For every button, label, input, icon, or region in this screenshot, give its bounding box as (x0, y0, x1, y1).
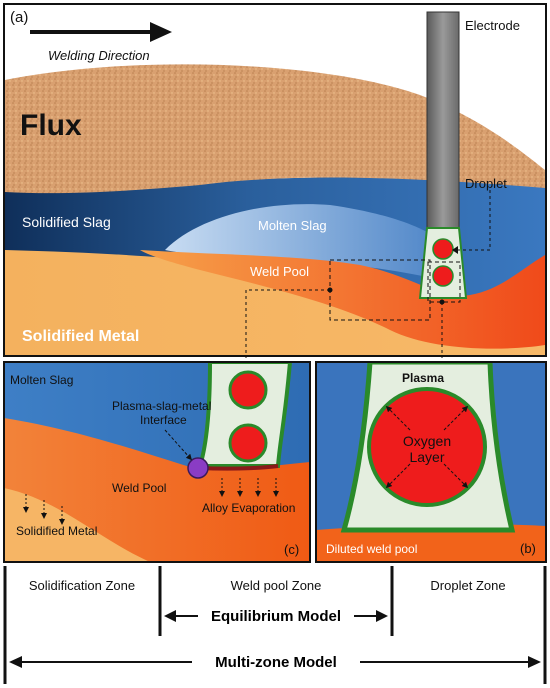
molten-slag-label: Molten Slag (258, 218, 327, 233)
equilibrium-arrow-right-head (376, 610, 388, 622)
b-diluted-weld-pool-region (316, 523, 546, 562)
welding-direction-arrow (30, 22, 172, 42)
c-droplet-lower (228, 423, 268, 463)
b-oxygen-label-2: Layer (409, 449, 444, 465)
equilibrium-model-label: Equilibrium Model (211, 608, 341, 625)
molten-slag-region (165, 204, 440, 280)
c-droplet-upper (228, 370, 268, 410)
droplet-label: Droplet (465, 176, 507, 191)
b-diluted-weld-pool-label: Diluted weld pool (326, 542, 417, 556)
solidified-slag-label: Solidified Slag (22, 214, 111, 230)
b-oxygen-label-1: Oxygen (403, 433, 451, 449)
callout-dot-c (327, 287, 333, 293)
plasma-arc (418, 227, 468, 299)
interface-pointer (164, 429, 192, 461)
panel-a-tag: (a) (10, 9, 28, 26)
callout-dot-b (439, 299, 445, 305)
weld-pool-zone-label: Weld pool Zone (231, 578, 322, 593)
flux-label: Flux (20, 109, 82, 142)
droplet-zone-label: Droplet Zone (430, 578, 505, 593)
panel-b: Plasma Oxygen Layer Diluted weld pool (b… (315, 361, 547, 563)
electrode-label: Electrode (465, 18, 520, 33)
multizone-arrow-left-head (9, 656, 22, 668)
panel-a: (a) Welding Direction Electrode Flux Dro… (3, 3, 547, 358)
solidification-zone-label: Solidification Zone (29, 578, 135, 593)
c-solidified-metal-region (4, 488, 150, 562)
c-molten-slag-label: Molten Slag (10, 373, 73, 387)
c-interface-marker (187, 457, 209, 479)
c-interface-label-1: Plasma-slag-metal (112, 399, 211, 413)
panel-c-frame (3, 361, 311, 563)
welding-direction-label: Welding Direction (48, 48, 150, 63)
solidified-metal-label: Solidified Metal (22, 328, 139, 345)
c-alloy-evaporation-label: Alloy Evaporation (202, 501, 295, 515)
c-solidified-metal-label: Solidified Metal (16, 524, 97, 538)
panel-b-tag: (b) (520, 541, 536, 556)
panel-c-tag: (c) (284, 542, 299, 557)
electrode (426, 11, 460, 231)
panel-c: Molten Slag Plasma-slag-metal Interface … (3, 361, 311, 563)
c-interface-label-2: Interface (140, 413, 187, 427)
b-plasma-label: Plasma (402, 371, 444, 385)
weld-pool-region (140, 250, 545, 349)
oxygen-layer-arrows (385, 405, 469, 489)
solidified-metal-arrows (23, 494, 65, 525)
flux-region (5, 64, 545, 194)
panel-b-frame (315, 361, 547, 563)
callout-line-c (245, 289, 330, 358)
droplet-lower (432, 265, 454, 287)
weld-pool-label: Weld Pool (250, 264, 309, 279)
multi-zone-model-label: Multi-zone Model (215, 654, 337, 671)
droplet-upper (432, 238, 454, 260)
droplet-pointer-line (455, 190, 491, 251)
droplet-pointer-arrow (452, 246, 458, 254)
zones-section: Solidification Zone Weld pool Zone Dropl… (3, 566, 547, 684)
c-weld-pool-label: Weld Pool (112, 481, 166, 495)
alloy-evaporation-arrows (219, 478, 279, 497)
multizone-arrow-right-head (528, 656, 541, 668)
c-interface-line (199, 464, 279, 471)
equilibrium-arrow-left-head (164, 610, 176, 622)
